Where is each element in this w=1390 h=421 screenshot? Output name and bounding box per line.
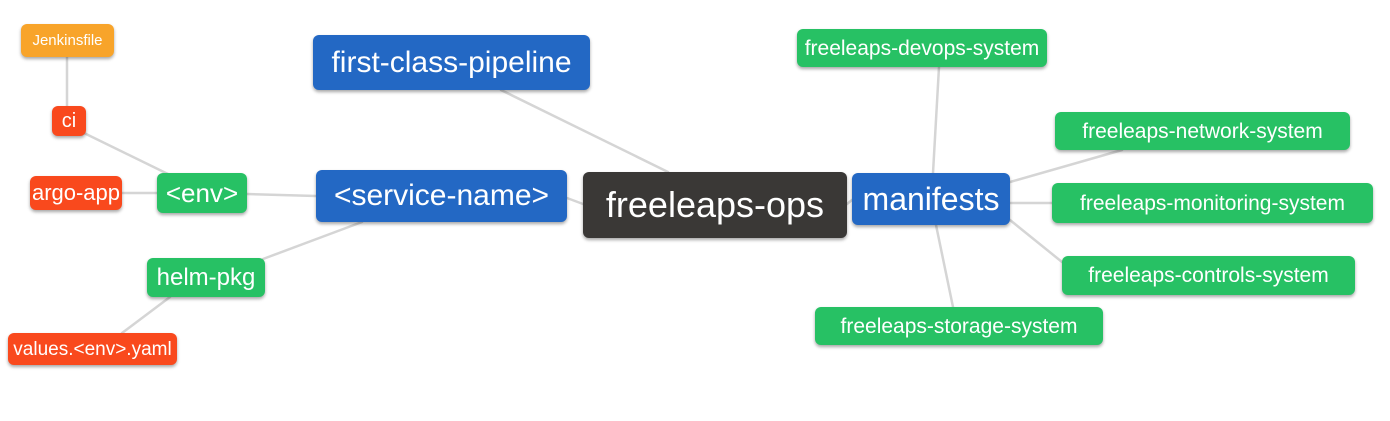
edge-manifests-to-storage-system bbox=[934, 223, 955, 309]
edge-env-to-service-name bbox=[245, 192, 318, 198]
edge-service-name-to-helm-pkg bbox=[261, 220, 364, 261]
node-first-class-pipeline[interactable]: first-class-pipeline bbox=[313, 35, 590, 90]
node-controls-system[interactable]: freeleaps-controls-system bbox=[1062, 256, 1355, 295]
node-freeleaps-ops[interactable]: freeleaps-ops bbox=[583, 172, 847, 238]
edge-manifests-to-network-system bbox=[1008, 148, 1124, 184]
edge-helm-pkg-to-values-env-yaml bbox=[120, 295, 172, 335]
node-service-name[interactable]: <service-name> bbox=[316, 170, 567, 222]
node-storage-system[interactable]: freeleaps-storage-system bbox=[815, 307, 1103, 345]
node-network-system[interactable]: freeleaps-network-system bbox=[1055, 112, 1350, 150]
node-argo-app[interactable]: argo-app bbox=[30, 176, 122, 210]
edge-first-class-pipeline-to-freeleaps-ops bbox=[499, 88, 670, 174]
node-env[interactable]: <env> bbox=[157, 173, 247, 213]
edge-manifests-to-devops-system bbox=[931, 65, 941, 175]
node-values-env-yaml[interactable]: values.<env>.yaml bbox=[8, 333, 177, 365]
node-jenkinsfile[interactable]: Jenkinsfile bbox=[21, 24, 114, 57]
node-monitoring-system[interactable]: freeleaps-monitoring-system bbox=[1052, 183, 1373, 223]
edge-freeleaps-ops-to-manifests bbox=[845, 198, 854, 206]
node-helm-pkg[interactable]: helm-pkg bbox=[147, 258, 265, 297]
node-devops-system[interactable]: freeleaps-devops-system bbox=[797, 29, 1047, 67]
edge-manifests-to-controls-system bbox=[1008, 218, 1064, 264]
edge-ci-to-env bbox=[82, 131, 172, 177]
node-ci[interactable]: ci bbox=[52, 106, 86, 136]
node-manifests[interactable]: manifests bbox=[852, 173, 1010, 225]
edge-service-name-to-freeleaps-ops bbox=[565, 196, 585, 206]
